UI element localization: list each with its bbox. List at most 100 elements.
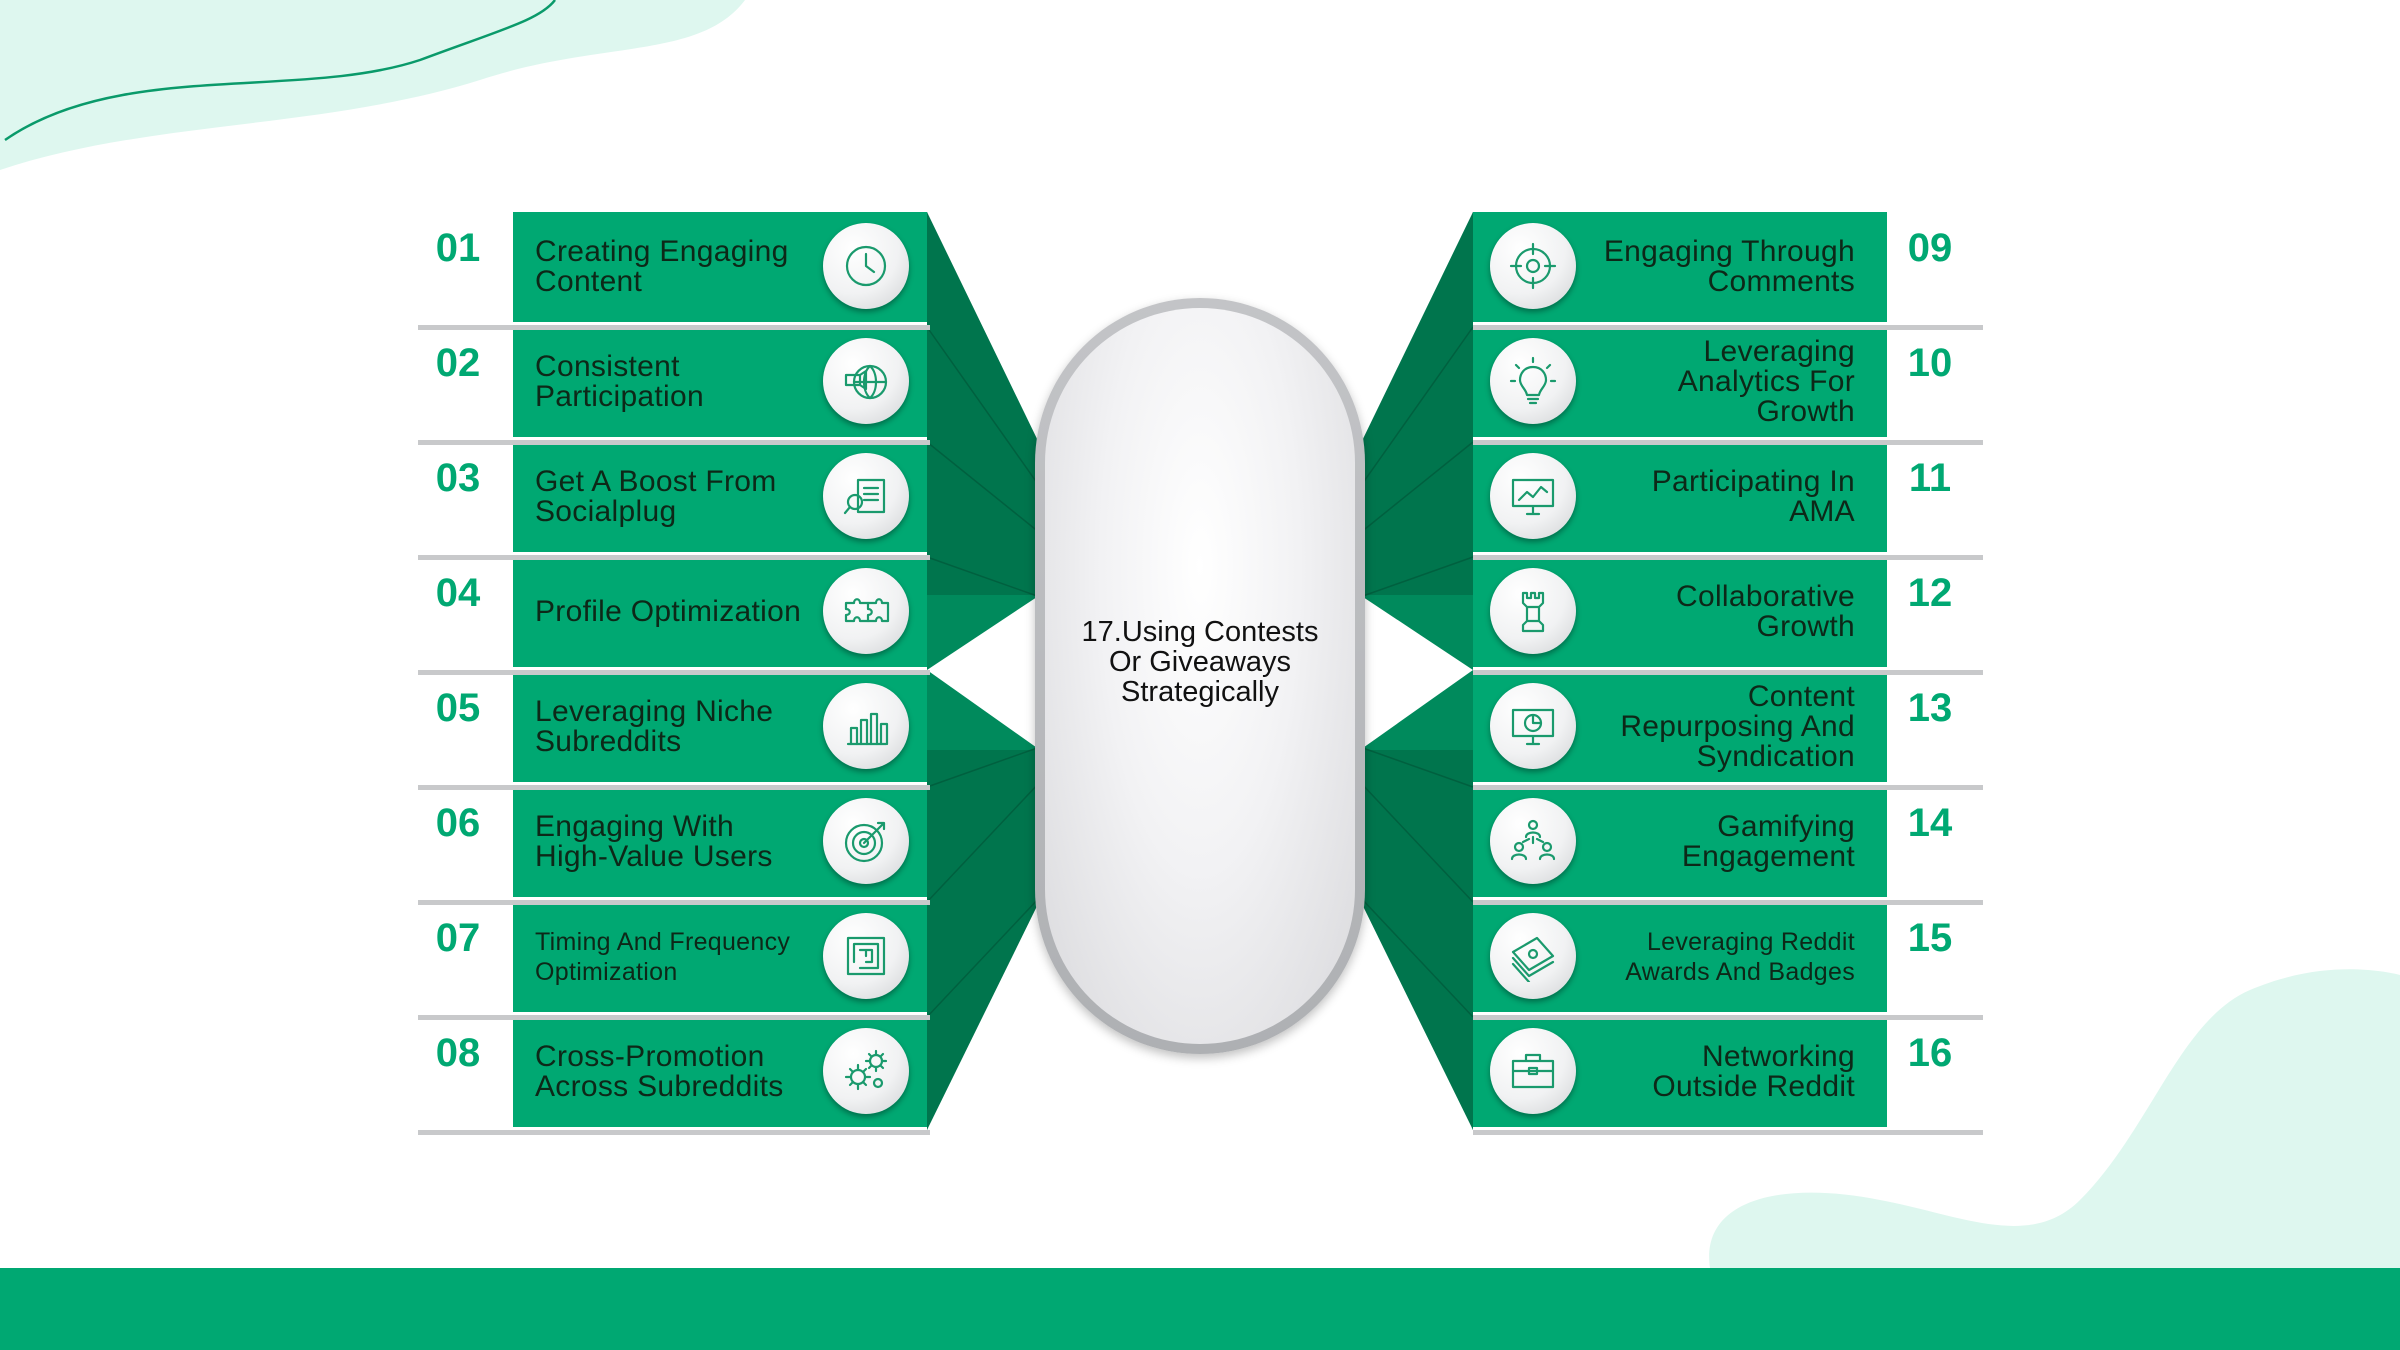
briefcase-icon: [1511, 1053, 1555, 1089]
right-item-icon-disc: [1490, 683, 1576, 769]
left-item-number: 08: [435, 1031, 481, 1075]
right-item-label-line: Gamifying: [1717, 810, 1855, 843]
right-wing-fold-line: [1359, 781, 1474, 903]
right-item-label-line: Repurposing And: [1620, 710, 1855, 743]
maze-icon: [846, 936, 886, 976]
right-item-number: 10: [1907, 341, 1953, 385]
right-item-label-line: AMA: [1789, 495, 1855, 528]
right-item-label-line: Awards And Badges: [1625, 958, 1855, 986]
left-wing-fold-line: [926, 556, 1041, 598]
right-row-separator: [1473, 325, 1983, 330]
left-item-label-line: Subreddits: [535, 725, 682, 758]
left-row-separator: [418, 1015, 930, 1020]
right-wing-fold-line: [1359, 326, 1474, 488]
crosshair-icon: [1509, 242, 1557, 290]
left-item-number: 05: [435, 686, 481, 730]
left-item-label-line: Optimization: [535, 958, 678, 986]
right-item-label-line: Comments: [1707, 265, 1855, 298]
right-wing-fold-line: [1359, 896, 1474, 1018]
globe-megaphone-icon: [844, 364, 888, 400]
right-row-separator: [1473, 440, 1983, 445]
left-item-label-line: Participation: [535, 380, 704, 413]
right-item-number: 12: [1907, 571, 1953, 615]
right-row-separator: [1473, 1130, 1983, 1135]
left-item-icon-disc: [823, 913, 909, 999]
left-wing-fold-line: [926, 781, 1041, 903]
left-row-separator: [418, 1130, 930, 1135]
right-wing-upper-shade: [1360, 212, 1473, 595]
right-item-icon-disc: [1490, 568, 1576, 654]
left-row-separator: [418, 555, 930, 560]
right-item-label-line: Growth: [1756, 395, 1855, 428]
center-pill-face: 17.Using Contests Or Giveaways Strategic…: [1045, 308, 1355, 1044]
left-item-number: 04: [435, 571, 481, 615]
left-item-label-line: Content: [535, 265, 643, 298]
right-item-number: 16: [1907, 1031, 1953, 1075]
left-item-label-line: Profile Optimization: [535, 595, 802, 628]
right-item-label-line: Leveraging: [1703, 335, 1855, 368]
left-item-number: 06: [435, 801, 481, 845]
left-item-icon-disc: [823, 223, 909, 309]
right-item-label-line: Growth: [1756, 610, 1855, 643]
center-pill-text: 17.Using Contests Or Giveaways Strategic…: [1081, 616, 1319, 708]
left-item-label-line: Leveraging Niche: [535, 695, 774, 728]
left-row-separator: [418, 900, 930, 905]
monitor-chart-icon: [1511, 478, 1555, 516]
right-item-label-line: Networking: [1701, 1040, 1855, 1073]
footer-band: [0, 1268, 2400, 1350]
left-item-icon-disc: [823, 568, 909, 654]
left-wing-fold-line: [926, 441, 1041, 534]
search-document-icon: [843, 478, 886, 515]
left-item-icon-disc: [823, 683, 909, 769]
people-network-icon: [1510, 819, 1556, 861]
left-item-number: 01: [435, 226, 481, 270]
right-wing-fold-line: [1359, 441, 1474, 534]
left-item-label-line: Socialplug: [535, 495, 677, 528]
left-item-number: 02: [435, 341, 481, 385]
left-wing-fold-line: [926, 746, 1041, 788]
left-item-label-line: Creating Engaging: [535, 235, 789, 268]
left-item-label-line: Engaging With: [535, 810, 735, 843]
right-item-label-line: Analytics For: [1677, 365, 1855, 398]
right-item-number: 13: [1907, 686, 1953, 730]
right-item-label-line: Engaging Through: [1603, 235, 1855, 268]
left-item-label-line: Timing And Frequency: [535, 928, 791, 956]
bar-chart-icon: [846, 712, 889, 746]
right-row-separator: [1473, 785, 1983, 790]
right-wing-fold-line: [1359, 746, 1474, 788]
right-item-number: 09: [1907, 226, 1953, 270]
left-item-label-line: Get A Boost From: [535, 465, 777, 498]
left-row-separator: [418, 440, 930, 445]
left-item-icon-disc: [823, 453, 909, 539]
right-item-icon-disc: [1490, 913, 1576, 999]
left-item-label-line: Across Subreddits: [535, 1070, 784, 1103]
right-item-label-line: Engagement: [1681, 840, 1855, 873]
left-item-icon-disc: [823, 338, 909, 424]
right-row-separator: [1473, 1015, 1983, 1020]
right-item-label-line: Syndication: [1696, 740, 1855, 773]
right-item-icon-disc: [1490, 338, 1576, 424]
lightbulb-icon: [1509, 356, 1557, 405]
clock-icon: [845, 245, 887, 287]
right-item-label-line: Collaborative: [1676, 580, 1855, 613]
right-item-icon-disc: [1490, 1028, 1576, 1114]
